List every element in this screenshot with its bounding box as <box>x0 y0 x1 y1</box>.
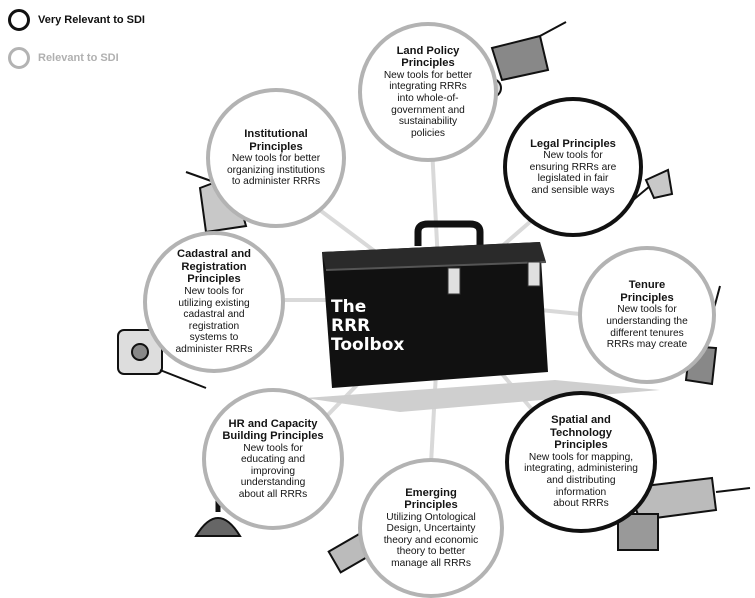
institutional-title-line: Institutional <box>244 128 307 141</box>
emerging-desc-line: manage all RRRs <box>391 558 471 570</box>
emerging-desc-line: Utilizing Ontological <box>386 512 475 524</box>
hr-capacity-desc-line: understanding <box>241 477 306 489</box>
spatial-desc-line: New tools for mapping, <box>529 452 633 464</box>
cadastral-desc-line: systems to <box>190 332 239 344</box>
tenure-principles: Tenure Principles New tools for understa… <box>578 246 716 384</box>
spatial-desc-line: about RRRs <box>553 498 609 510</box>
legal-principles: Legal Principles New tools for ensuring … <box>503 97 643 237</box>
institutional-desc-line: New tools for better <box>232 153 320 165</box>
tenure-desc-line: RRRs may create <box>607 339 687 351</box>
land-policy-desc-line: policies <box>411 128 445 140</box>
spatial-desc-line: information <box>556 487 606 499</box>
legal-desc-line: New tools for <box>543 150 602 162</box>
hr-capacity-desc-line: educating and <box>241 454 305 466</box>
emerging-desc-line: theory to better <box>397 546 466 558</box>
land-policy-principles: Land Policy Principles New tools for bet… <box>358 22 498 162</box>
tenure-title-line: Tenure <box>629 279 665 292</box>
institutional-title-line: Principles <box>249 141 302 154</box>
emerging-principles: Emerging Principles Utilizing Ontologica… <box>358 458 504 598</box>
institutional-principles: Institutional Principles New tools for b… <box>206 88 346 228</box>
tenure-title-line: Principles <box>620 292 673 305</box>
tenure-desc-line: New tools for <box>617 304 676 316</box>
land-policy-desc-line: New tools for better <box>384 70 472 82</box>
spatial-technology-principles: Spatial and Technology Principles New to… <box>505 391 657 533</box>
legal-desc-line: and sensible ways <box>531 185 614 197</box>
land-policy-desc-line: into whole-of- <box>397 93 458 105</box>
spatial-title-line: Technology <box>550 427 612 440</box>
hr-capacity-desc-line: improving <box>251 466 295 478</box>
cadastral-title-line: Registration <box>181 261 246 274</box>
emerging-title-line: Emerging <box>405 487 457 500</box>
tenure-desc-line: different tenures <box>610 328 683 340</box>
emerging-title-line: Principles <box>404 499 457 512</box>
land-policy-title-line: Land Policy <box>397 45 460 58</box>
hr-capacity-desc-line: New tools for <box>243 443 302 455</box>
institutional-desc-line: organizing institutions <box>227 165 325 177</box>
cadastral-desc-line: administer RRRs <box>176 344 253 356</box>
cadastral-desc-line: utilizing existing <box>178 298 249 310</box>
legal-desc-line: ensuring RRRs are <box>530 162 617 174</box>
land-policy-title-line: Principles <box>401 57 454 70</box>
legal-title-line: Legal Principles <box>530 138 616 151</box>
legal-desc-line: legislated in fair <box>538 173 609 185</box>
land-policy-desc-line: integrating RRRs <box>389 81 467 93</box>
spatial-desc-line: and distributing <box>546 475 615 487</box>
cadastral-registration-principles: Cadastral and Registration Principles Ne… <box>143 231 285 373</box>
land-policy-desc-line: sustainability <box>399 116 457 128</box>
spatial-desc-line: integrating, administering <box>524 463 638 475</box>
emerging-desc-line: Design, Uncertainty <box>387 523 476 535</box>
emerging-desc-line: theory and economic <box>384 535 479 547</box>
hr-capacity-title-line: HR and Capacity <box>229 418 318 431</box>
land-policy-desc-line: government and <box>391 105 465 117</box>
spatial-title-line: Spatial and <box>551 414 611 427</box>
hr-capacity-building-principles: HR and Capacity Building Principles New … <box>202 388 344 530</box>
cadastral-title-line: Cadastral and <box>177 248 251 261</box>
spatial-title-line: Principles <box>554 439 607 452</box>
cadastral-desc-line: New tools for <box>184 286 243 298</box>
institutional-desc-line: to administer RRRs <box>232 176 320 188</box>
hr-capacity-desc-line: about all RRRs <box>239 489 308 501</box>
hr-capacity-title-line: Building Principles <box>222 430 323 443</box>
cadastral-desc-line: cadastral and registration <box>157 309 271 332</box>
cadastral-title-line: Principles <box>187 273 240 286</box>
tenure-desc-line: understanding the <box>606 316 688 328</box>
